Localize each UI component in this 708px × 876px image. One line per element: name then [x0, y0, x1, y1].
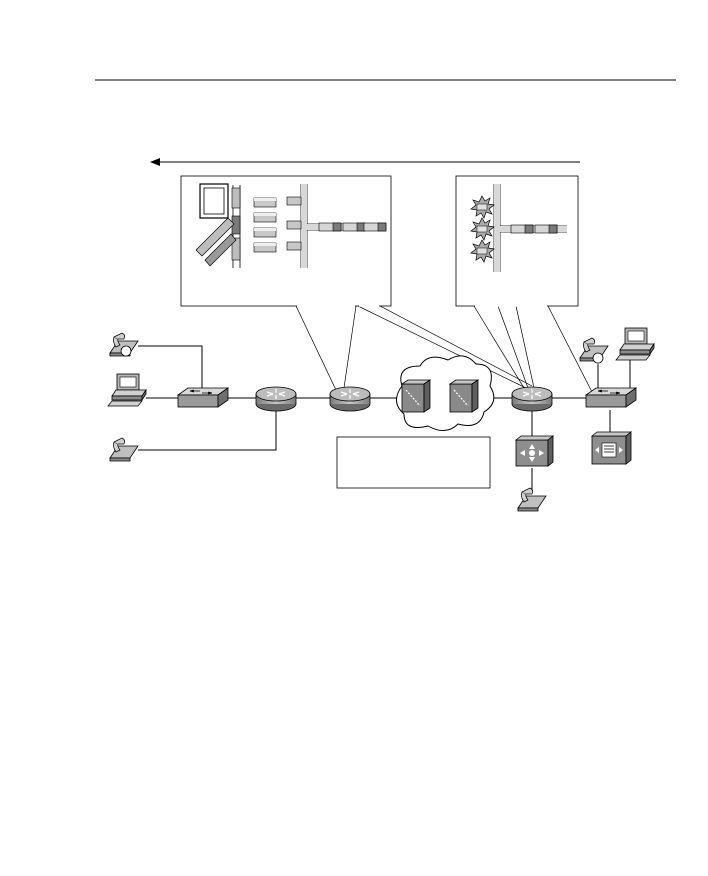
ip-phone-left-top-icon [109, 332, 139, 357]
analog-phone-left-icon [109, 437, 139, 462]
call-manager-icon [590, 431, 633, 465]
note-box [336, 436, 491, 489]
switch-left-icon [177, 387, 229, 408]
pc-left-icon [107, 373, 147, 407]
ip-phone-right-icon [579, 337, 609, 364]
switch-right-icon [585, 387, 637, 408]
pc-right-icon [615, 327, 655, 361]
router-1-icon [255, 386, 297, 412]
queue-callout-right [455, 175, 593, 393]
frame-relay-cloud-icon [396, 355, 495, 431]
voice-gateway-icon [514, 435, 555, 467]
router-3-icon [511, 386, 553, 412]
analog-phone-bottom-icon [517, 487, 547, 512]
queue-callout-left [180, 175, 533, 391]
flow-arrow [150, 158, 580, 166]
router-2-icon [329, 386, 371, 412]
